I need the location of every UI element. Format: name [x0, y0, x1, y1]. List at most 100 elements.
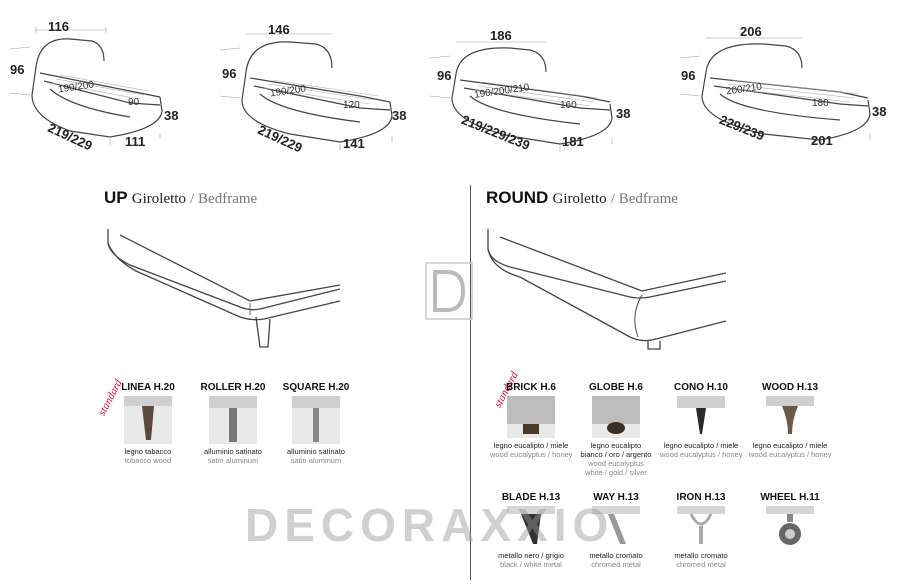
bed-3-frame-height: 38	[616, 106, 631, 121]
round-foot-globe-name: GLOBE H.6	[589, 382, 643, 393]
round-foot-iron-name: IRON H.13	[676, 492, 726, 503]
cono-leg-icon	[677, 396, 725, 434]
up-label-it: Giroletto	[131, 191, 186, 207]
bed-1-height: 96	[10, 62, 25, 77]
round-foot-globe-it2: bianco / oro / argento	[580, 450, 652, 459]
bed-2-width-bottom: 141	[343, 136, 365, 151]
bed-1-frame-height: 38	[164, 108, 179, 123]
round-foot-way-name: WAY H.13	[593, 492, 639, 503]
up-foot-square-it: alluminio satinato	[287, 447, 345, 456]
up-foot-linea-name: LINEA H.20	[121, 382, 175, 393]
up-frame-profile	[107, 229, 341, 348]
up-foot-square-photo	[292, 396, 340, 444]
linea-leg-icon	[124, 396, 172, 440]
round-foot-wood-photo	[766, 396, 814, 438]
bed-outline-3	[429, 41, 613, 152]
round-foot-brick-it: legno eucalipto / miele	[493, 441, 569, 450]
d-logo-watermark	[425, 262, 473, 320]
round-foot-brick-name: BRICK H.6	[505, 382, 556, 393]
round-foot-way: WAY H.13 metallo cromato chromed metal	[575, 492, 657, 569]
round-foot-wheel-photo	[766, 506, 814, 548]
round-frame-profile	[487, 229, 727, 350]
iron-leg-icon	[677, 506, 725, 544]
bed-4-width-bottom: 201	[811, 133, 833, 148]
round-foot-wood: WOOD H.13 legno eucalipto / miele wood e…	[749, 382, 832, 459]
bed-outline-4	[679, 37, 871, 148]
blade-leg-icon	[507, 506, 555, 544]
up-label-en: / Bedframe	[190, 191, 258, 207]
round-foot-wood-it: legno eucalipto / miele	[752, 441, 828, 450]
up-foot-linea-en: tobacco wood	[124, 456, 172, 465]
round-foot-brick-photo	[507, 396, 555, 438]
round-foot-blade: BLADE H.13 metallo nero / grigio black /…	[490, 492, 572, 569]
round-foot-iron-photo	[677, 506, 725, 548]
bed-1-width-bottom: 111	[125, 134, 146, 149]
roller-leg-icon	[209, 396, 257, 442]
up-foot-square-name: SQUARE H.20	[282, 382, 350, 393]
decoraxxio-watermark: DECORAXXIO	[245, 499, 615, 551]
bed-3-width-top: 186	[490, 28, 512, 43]
up-foot-linea-it: legno tabacco	[124, 447, 172, 456]
bed-3-width-bottom: 181	[562, 134, 584, 149]
round-section-title: ROUND Giroletto / Bedframe	[486, 188, 678, 208]
up-model-name: UP	[104, 188, 128, 207]
way-leg-icon	[592, 506, 640, 544]
round-foot-blade-it: metallo nero / grigio	[498, 551, 564, 560]
bed-outline-1	[9, 27, 163, 145]
round-foot-globe-en: wood eucalyptus	[588, 459, 644, 468]
round-foot-way-en: chromed metal	[591, 560, 641, 569]
bed-4-height: 96	[681, 68, 696, 83]
bed-3-mattress-width: 160	[560, 100, 577, 111]
round-foot-way-photo	[592, 506, 640, 548]
up-foot-linea-photo	[124, 396, 172, 444]
round-foot-wheel: WHEEL H.11	[749, 492, 831, 551]
round-foot-globe-it: legno eucalipto	[590, 441, 642, 450]
up-foot-roller-name: ROLLER H.20	[200, 382, 266, 393]
round-foot-cono-en: wood eucalyptus / honey	[660, 450, 743, 459]
up-foot-roller-en: satin aluminum	[207, 456, 259, 465]
round-foot-brick-en: wood eucalyptus / honey	[490, 450, 573, 459]
round-foot-iron-en: chromed metal	[676, 560, 726, 569]
bed-1-mattress-width: 90	[128, 97, 140, 108]
up-foot-square-en: satin aluminum	[290, 456, 342, 465]
bed-2-width-top: 146	[268, 22, 290, 37]
up-foot-roller: ROLLER H.20 alluminio satinato satin alu…	[193, 382, 273, 465]
round-foot-blade-en: black / white metal	[500, 560, 562, 569]
round-foot-cono-it: legno eucalipto / miele	[663, 441, 739, 450]
wood-leg-icon	[766, 396, 814, 434]
bed-2-frame-height: 38	[392, 108, 407, 123]
globe-leg-icon	[592, 396, 640, 434]
round-foot-wood-name: WOOD H.13	[761, 382, 819, 393]
bed-3-height: 96	[437, 68, 452, 83]
round-foot-blade-photo	[507, 506, 555, 548]
bed-4-frame-height: 38	[872, 104, 887, 119]
round-foot-wood-en: wood eucalyptus / honey	[749, 450, 832, 459]
bed-4-width-top: 206	[740, 24, 762, 39]
up-foot-roller-photo	[209, 396, 257, 444]
up-foot-linea: LINEA H.20 legno tabacco tobacco wood	[108, 382, 188, 465]
round-foot-cono-name: CONO H.10	[674, 382, 728, 393]
bed-4-mattress-width: 180	[812, 98, 829, 109]
round-foot-brick: BRICK H.6 legno eucalipto / miele wood e…	[490, 382, 573, 459]
bed-2-mattress-width: 120	[343, 100, 360, 111]
up-foot-square: SQUARE H.20 alluminio satinato satin alu…	[276, 382, 356, 465]
round-foot-blade-name: BLADE H.13	[501, 492, 561, 503]
bed-2-height: 96	[222, 66, 237, 81]
round-foot-cono: CONO H.10 legno eucalipto / miele wood e…	[660, 382, 743, 459]
round-foot-iron-it: metallo cromato	[674, 551, 728, 560]
bed-1-width-top: 116	[48, 19, 69, 34]
round-foot-globe-photo	[592, 396, 640, 438]
wheel-leg-icon	[766, 506, 814, 545]
up-foot-roller-it: alluminio satinato	[204, 447, 262, 456]
round-label-en: / Bedframe	[610, 191, 678, 207]
section-divider	[470, 185, 471, 580]
up-section-title: UP Giroletto / Bedframe	[104, 188, 257, 208]
round-foot-iron: IRON H.13 metallo cromato chromed metal	[660, 492, 742, 569]
round-model-name: ROUND	[486, 188, 549, 207]
round-foot-globe-en2: white / gold / silver	[585, 468, 647, 477]
brick-leg-icon	[507, 396, 555, 434]
round-foot-wheel-name: WHEEL H.11	[760, 492, 820, 503]
bed-outline-2	[219, 33, 393, 150]
round-foot-globe: GLOBE H.6 legno eucalipto bianco / oro /…	[575, 382, 657, 477]
round-foot-cono-photo	[677, 396, 725, 438]
